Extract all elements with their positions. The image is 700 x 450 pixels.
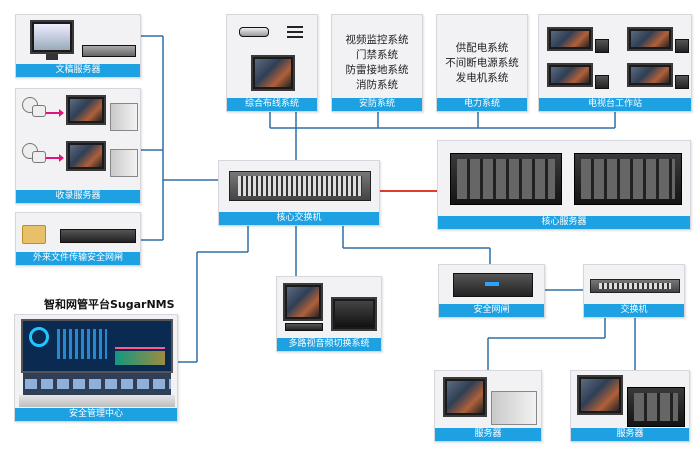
mgmt-center-node[interactable]: 安全管理中心 <box>14 314 178 422</box>
monitor-icon <box>577 375 623 415</box>
workstation-icon <box>627 63 673 87</box>
rack-server-icon <box>627 387 685 427</box>
power-item: 供配电系统 <box>455 42 509 54</box>
server-unit-icon <box>82 45 136 57</box>
arrow-icon <box>46 109 64 117</box>
mgmt-center-label: 安全管理中心 <box>15 408 177 421</box>
rack-server-icon <box>450 153 562 205</box>
power-node[interactable]: 供配电系统 不间断电源系统 发电机系统 电力系统 <box>436 14 528 112</box>
folder-icon <box>22 225 46 244</box>
switch-icon <box>590 279 680 293</box>
monitor-icon <box>66 95 106 125</box>
user-icon <box>32 151 46 163</box>
monitor-icon <box>443 377 487 417</box>
cabling-node[interactable]: 综合布线系统 <box>226 14 318 112</box>
monitor-icon <box>30 20 74 54</box>
switch-label: 交换机 <box>584 304 684 317</box>
doc-server-node[interactable]: 文稿服务器 <box>15 14 141 78</box>
doc-server-label: 文稿服务器 <box>16 64 140 77</box>
tv-workstation-label: 电视台工作站 <box>539 98 691 111</box>
keyboard-icon <box>285 323 323 331</box>
security-item: 视频监控系统 <box>345 34 409 46</box>
video-switcher-icon <box>331 297 377 331</box>
sec-gateway-label: 安全网闸 <box>439 304 544 317</box>
tv-workstation-node[interactable]: 电视台工作站 <box>538 14 692 112</box>
monitor-icon <box>283 283 323 321</box>
console-desk-icon <box>23 373 171 395</box>
core-server-label: 核心服务器 <box>438 216 690 229</box>
server-tower-icon <box>110 149 138 177</box>
file-gateway-node[interactable]: 外来文件传输安全网闸 <box>15 212 141 266</box>
security-item: 防雷接地系统 <box>345 64 409 76</box>
gateway-device-icon <box>60 229 136 243</box>
av-switching-node[interactable]: 多路视音频切换系统 <box>276 276 382 352</box>
server-tower-icon <box>491 391 537 425</box>
workstation-icon <box>627 27 673 51</box>
workstation-icon <box>547 63 593 87</box>
server-b-node[interactable]: 服务器 <box>570 370 690 442</box>
av-switching-label: 多路视音频切换系统 <box>277 338 381 351</box>
recv-server-label: 收录服务器 <box>16 190 140 203</box>
core-switch-label: 核心交换机 <box>219 212 379 225</box>
workstation-icon <box>547 27 593 51</box>
router-icon <box>239 27 269 37</box>
core-server-node[interactable]: 核心服务器 <box>437 140 691 230</box>
monitor-icon <box>66 141 106 171</box>
platform-title: 智和网管平台SugarNMS <box>44 298 175 311</box>
cabling-label: 综合布线系统 <box>227 98 317 111</box>
user-icon <box>32 105 46 117</box>
arrow-icon <box>46 154 64 162</box>
security-node[interactable]: 视频监控系统 门禁系统 防雷接地系统 消防系统 安防系统 <box>331 14 423 112</box>
core-switch-icon <box>229 171 371 201</box>
menu-icon <box>287 26 303 38</box>
video-wall-icon <box>21 319 173 373</box>
core-switch-node[interactable]: 核心交换机 <box>218 160 380 226</box>
rack-server-icon <box>574 153 682 205</box>
server-b-label: 服务器 <box>571 428 689 441</box>
monitor-icon <box>251 55 295 91</box>
server-tower-icon <box>110 103 138 131</box>
power-item: 不间断电源系统 <box>445 57 519 69</box>
sec-gateway-node[interactable]: 安全网闸 <box>438 264 545 318</box>
server-a-label: 服务器 <box>435 428 541 441</box>
security-item: 门禁系统 <box>356 49 398 61</box>
power-item: 发电机系统 <box>455 72 509 84</box>
server-a-node[interactable]: 服务器 <box>434 370 542 442</box>
recv-server-node[interactable]: 收录服务器 <box>15 88 141 204</box>
power-label: 电力系统 <box>437 98 527 111</box>
security-item: 消防系统 <box>356 79 398 91</box>
switch-node[interactable]: 交换机 <box>583 264 685 318</box>
security-label: 安防系统 <box>332 98 422 111</box>
file-gateway-label: 外来文件传输安全网闸 <box>16 252 140 265</box>
